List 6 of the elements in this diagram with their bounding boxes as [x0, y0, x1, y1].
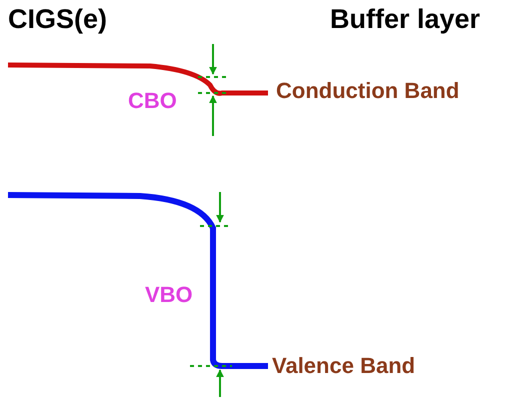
band-label: Conduction Band — [276, 80, 460, 102]
band-label: Valence Band — [272, 355, 416, 377]
region-label: Buffer layer — [330, 6, 480, 33]
offset-label: VBO — [145, 284, 193, 306]
region-label: CIGS(e) — [8, 6, 108, 33]
offset-label: CBO — [128, 90, 177, 112]
